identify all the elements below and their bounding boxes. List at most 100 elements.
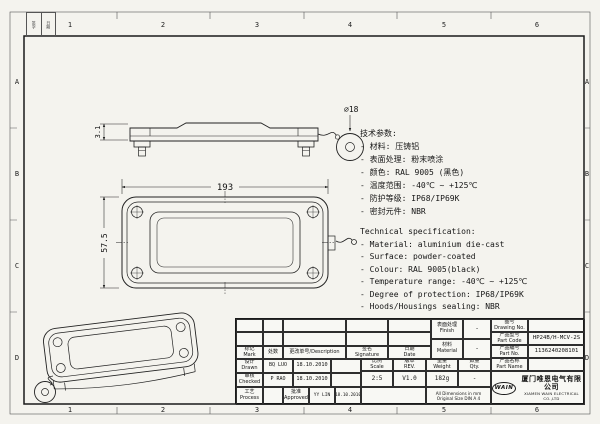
grid-row-label: D bbox=[15, 354, 19, 362]
grid-row-label: C bbox=[585, 262, 589, 270]
spec-en-title: Technical specification: bbox=[360, 227, 476, 236]
cell-blank bbox=[283, 319, 346, 332]
spec-en-line: - Temperature range: -40℃ ~ +125℃ bbox=[360, 277, 528, 286]
iso-cap bbox=[34, 375, 56, 403]
grid-col-label: 6 bbox=[535, 21, 539, 29]
cell-checked-name: P RAO bbox=[263, 373, 293, 387]
wain-logo: WAIN bbox=[492, 381, 516, 395]
corner-col-date: 日期 bbox=[46, 20, 52, 29]
cell-part-name-value bbox=[528, 358, 585, 371]
side-view bbox=[129, 122, 319, 157]
cell-finish-label: 表面处理 Finish bbox=[431, 319, 463, 339]
grid-col-label: 6 bbox=[535, 406, 539, 414]
grid-col-label: 4 bbox=[348, 406, 352, 414]
cell-blank bbox=[283, 332, 346, 346]
company-block: WAIN 厦门唯恩电气有限公司 XIAMEN WAIN ELECTRICAL C… bbox=[491, 371, 585, 405]
grid-col-label: 4 bbox=[348, 21, 352, 29]
cell-drawing-no-label: 图号 Drawing No. bbox=[491, 319, 528, 332]
cell-blank bbox=[236, 319, 263, 332]
cell-dimensions-note: All Dimensions in mm Original Size DIN A… bbox=[426, 387, 491, 405]
grid-col-label: 3 bbox=[255, 406, 259, 414]
cell-blank bbox=[331, 373, 361, 387]
cell-part-code-label: 产品型号 Part Code bbox=[491, 332, 528, 345]
spec-cn-title: 技术参数: bbox=[360, 129, 397, 138]
cell-part-name-label: 产品名称 Part Name bbox=[491, 358, 528, 371]
cell-weight-value: 182g bbox=[426, 371, 458, 387]
cell-qty-value: - bbox=[458, 371, 491, 387]
cell-part-no-label: 产品编号 Part No. bbox=[491, 345, 528, 358]
spec-block-en: Technical specification: - Material: alu… bbox=[360, 226, 527, 314]
cell-drawn-name: BQ LUO bbox=[263, 359, 293, 373]
grid-col-label: 5 bbox=[442, 406, 446, 414]
cell-rev-label: 版本 REV. bbox=[393, 359, 426, 371]
cell-drawn-date: 18.10.2010 bbox=[293, 359, 331, 373]
wain-logo-text: WAIN bbox=[494, 384, 514, 391]
dim-length bbox=[121, 179, 329, 194]
cell-blank bbox=[263, 319, 283, 332]
cell-blank bbox=[361, 387, 426, 405]
cell-finish-value: - bbox=[463, 319, 491, 339]
cell-blank bbox=[236, 332, 263, 346]
spec-en-line: - Hoods/Housings sealing: NBR bbox=[360, 302, 500, 311]
cell-blank bbox=[331, 359, 361, 373]
cell-count-header: 处数 bbox=[263, 346, 283, 359]
spec-cn-line: - 密封元件: NBR bbox=[360, 207, 426, 216]
spec-en-line: - Degree of protection: IP68/IP69K bbox=[360, 289, 524, 299]
cell-blank bbox=[346, 332, 388, 346]
company-name-cn: 厦门唯恩电气有限公司 bbox=[521, 375, 582, 392]
cell-material-label: 材料 Material bbox=[431, 339, 463, 359]
grid-col-label: 1 bbox=[68, 406, 72, 414]
spec-cn-line: - 颜色: RAL 9005 (黑色) bbox=[360, 168, 465, 177]
cell-approved-name: YY LIN bbox=[309, 387, 335, 405]
grid-col-label: 2 bbox=[161, 21, 165, 29]
spec-en-line: - Surface: powder-coated bbox=[360, 252, 476, 261]
dim-width bbox=[100, 196, 119, 289]
grid-col-label: 3 bbox=[255, 21, 259, 29]
cell-process-label: 工艺 Process bbox=[236, 387, 263, 405]
dim-cap-diameter-text: ∅18 bbox=[344, 105, 359, 114]
cell-mark-header: 标记 Mark bbox=[236, 346, 263, 359]
cell-blank bbox=[346, 319, 388, 332]
revision-corner-table: 签字 日期 bbox=[26, 12, 56, 37]
dim-side-height bbox=[100, 123, 128, 141]
cell-description-header: 更改单号/Description bbox=[283, 346, 346, 359]
company-names: 厦门唯恩电气有限公司 XIAMEN WAIN ELECTRICAL CO.,LT… bbox=[519, 375, 584, 401]
cell-signature-header: 签名 Signature bbox=[346, 346, 388, 359]
grid-col-label: 5 bbox=[442, 21, 446, 29]
cell-drawn-label: 设计 Drawn bbox=[236, 359, 263, 373]
company-name-en: XIAMEN WAIN ELECTRICAL CO.,LTD bbox=[524, 391, 579, 401]
cell-blank bbox=[263, 332, 283, 346]
cell-blank bbox=[388, 332, 431, 346]
title-block: 标记 Mark 处数 更改单号/Description 签名 Signature… bbox=[235, 318, 585, 405]
cell-part-no-value: 1136240208101 bbox=[528, 345, 585, 358]
top-view bbox=[116, 191, 357, 294]
grid-row-label: C bbox=[15, 262, 19, 270]
cell-blank bbox=[263, 387, 283, 405]
grid-row-label: B bbox=[585, 170, 589, 178]
cell-part-code-value: HP24B/H-MCV-2S bbox=[528, 332, 585, 345]
cell-qty-label: 数量 Qty. bbox=[458, 359, 491, 371]
cell-date-header: 日期 Date bbox=[388, 346, 431, 359]
grid-labels: 1 2 3 4 5 6 1 2 3 4 5 6 A B C D A B C D bbox=[15, 21, 590, 414]
corner-screws bbox=[130, 205, 320, 280]
cell-checked-date: 18.10.2010 bbox=[293, 373, 331, 387]
corner-col-sign: 签字 bbox=[27, 13, 42, 36]
cell-weight-label: 重量 Weight bbox=[426, 359, 458, 371]
cell-drawing-no-value bbox=[528, 319, 585, 332]
cell-material-value: - bbox=[463, 339, 491, 359]
dim-length-text: 193 bbox=[217, 183, 233, 193]
cell-rev-value: V1.0 bbox=[393, 371, 426, 387]
cell-approved-date: 18.10.2010 bbox=[335, 387, 361, 405]
grid-col-label: 1 bbox=[68, 21, 72, 29]
spec-cn-line: - 防护等级: IP68/IP69K bbox=[360, 194, 460, 203]
spec-cn-line: - 材料: 压铸铝 bbox=[360, 142, 420, 151]
spec-block-cn: 技术参数: - 材料: 压铸铝 - 表面处理: 粉末喷涂 - 颜色: RAL 9… bbox=[360, 127, 477, 218]
grid-row-label: A bbox=[585, 78, 590, 86]
grid-row-label: D bbox=[585, 354, 589, 362]
spec-en-line: - Material: aluminium die-cast bbox=[360, 239, 505, 249]
grid-row-label: B bbox=[15, 170, 19, 178]
cell-blank bbox=[388, 319, 431, 332]
cell-scale-label: 比例 Scale bbox=[361, 359, 393, 371]
dim-width-text: 57.5 bbox=[100, 233, 109, 252]
